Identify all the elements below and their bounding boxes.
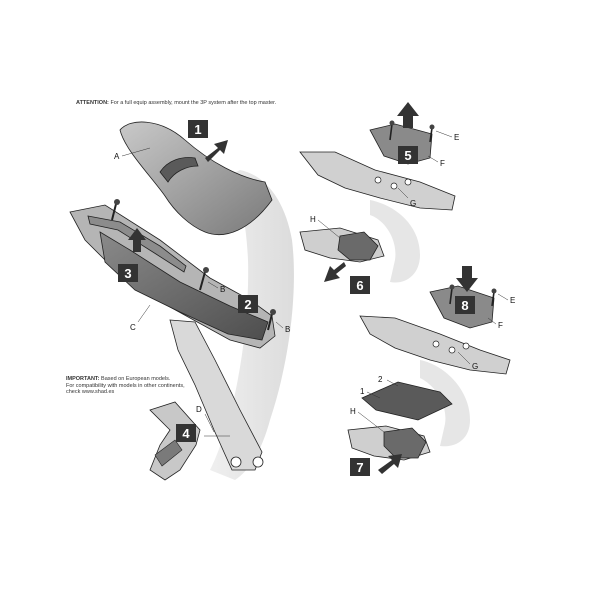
leader-c — [137, 304, 151, 323]
svg-text:3: 3 — [124, 266, 131, 281]
leader-two — [386, 379, 399, 387]
label-e-upper: E — [454, 133, 459, 142]
attention-text: For a full equip assembly, mount the 3P … — [110, 100, 277, 106]
leader-g1 — [397, 187, 409, 199]
label-a: A — [114, 152, 120, 161]
attention-heading: ATTENTION: — [76, 100, 109, 106]
leader-b1 — [207, 281, 219, 289]
step-3-badge: 3 — [118, 264, 138, 282]
arrow-step-5 — [397, 102, 419, 128]
leader-b2 — [275, 321, 284, 329]
label-part-1: 1 — [360, 387, 365, 396]
label-d: D — [196, 405, 202, 414]
important-heading: IMPORTANT: — [66, 376, 100, 382]
step-1-badge: 1 — [188, 120, 208, 138]
lower-bolts-e — [449, 284, 497, 307]
arrow-step-3 — [128, 228, 146, 252]
label-c: C — [130, 323, 136, 332]
leader-e2 — [497, 293, 509, 301]
label-part-2: 2 — [378, 375, 383, 384]
label-e-lower: E — [510, 296, 515, 305]
label-b-upper: B — [220, 285, 225, 294]
arrow-step-1 — [205, 140, 228, 162]
label-b-lower: B — [285, 325, 290, 334]
footpeg-rubber — [154, 439, 183, 467]
svg-text:5: 5 — [404, 148, 411, 163]
upper-bolts-g — [374, 176, 412, 190]
svg-text:2: 2 — [244, 297, 251, 312]
top-case-base-plate — [361, 381, 453, 421]
grab-rail — [87, 215, 187, 273]
bracket-bolt-2 — [252, 456, 264, 468]
label-h-upper: H — [310, 215, 316, 224]
important-line2: For compatibility with models in other c… — [66, 382, 185, 389]
leader-h1 — [317, 219, 341, 239]
important-note: IMPORTANT: Based on European models. For… — [66, 376, 185, 396]
leader-g2 — [457, 351, 471, 365]
label-g-upper: G — [410, 199, 416, 208]
svg-text:7: 7 — [356, 460, 363, 475]
leader-h2 — [357, 411, 385, 433]
svg-text:6: 6 — [356, 278, 363, 293]
step-5-badge: 5 — [398, 146, 418, 164]
step-6-badge: 6 — [350, 276, 370, 294]
important-line3: check www.shad.es — [66, 389, 115, 395]
step-2-badge: 2 — [238, 295, 258, 313]
leader-e1 — [435, 130, 453, 138]
upper-bolts-e — [389, 120, 435, 143]
label-g-lower: G — [472, 362, 478, 371]
leader-f1 — [427, 155, 439, 163]
screw-b-lower — [267, 309, 276, 331]
svg-text:4: 4 — [182, 426, 190, 441]
svg-text:8: 8 — [461, 298, 468, 313]
screw-b-upper — [199, 267, 209, 291]
screw-top-left — [111, 199, 120, 221]
label-f-upper: F — [440, 159, 445, 168]
frame-bracket — [169, 319, 263, 471]
leader-f2 — [487, 317, 497, 325]
step-4-badge: 4 — [176, 424, 196, 442]
step-7-badge: 7 — [350, 458, 370, 476]
upper-mount-block — [337, 231, 379, 261]
arrow-step-6 — [324, 262, 346, 282]
seat-strap — [159, 157, 199, 183]
upper-wheel-area — [370, 200, 420, 283]
lower-mount-block — [383, 427, 427, 459]
arrow-step-7 — [378, 454, 402, 474]
seat — [119, 121, 273, 236]
leader-one — [366, 391, 381, 399]
lower-bolts-g — [432, 340, 470, 354]
leader-d — [204, 413, 215, 433]
label-f-lower: F — [498, 321, 503, 330]
label-h-lower: H — [350, 407, 356, 416]
important-line1: Based on European models. — [101, 376, 171, 382]
svg-text:1: 1 — [194, 122, 201, 137]
step-8-badge: 8 — [455, 296, 475, 314]
bracket-bolt-1 — [230, 456, 242, 468]
leader-a — [121, 147, 151, 157]
arrow-step-8 — [456, 266, 478, 292]
attention-note: ATTENTION: For a full equip assembly, mo… — [76, 100, 276, 107]
